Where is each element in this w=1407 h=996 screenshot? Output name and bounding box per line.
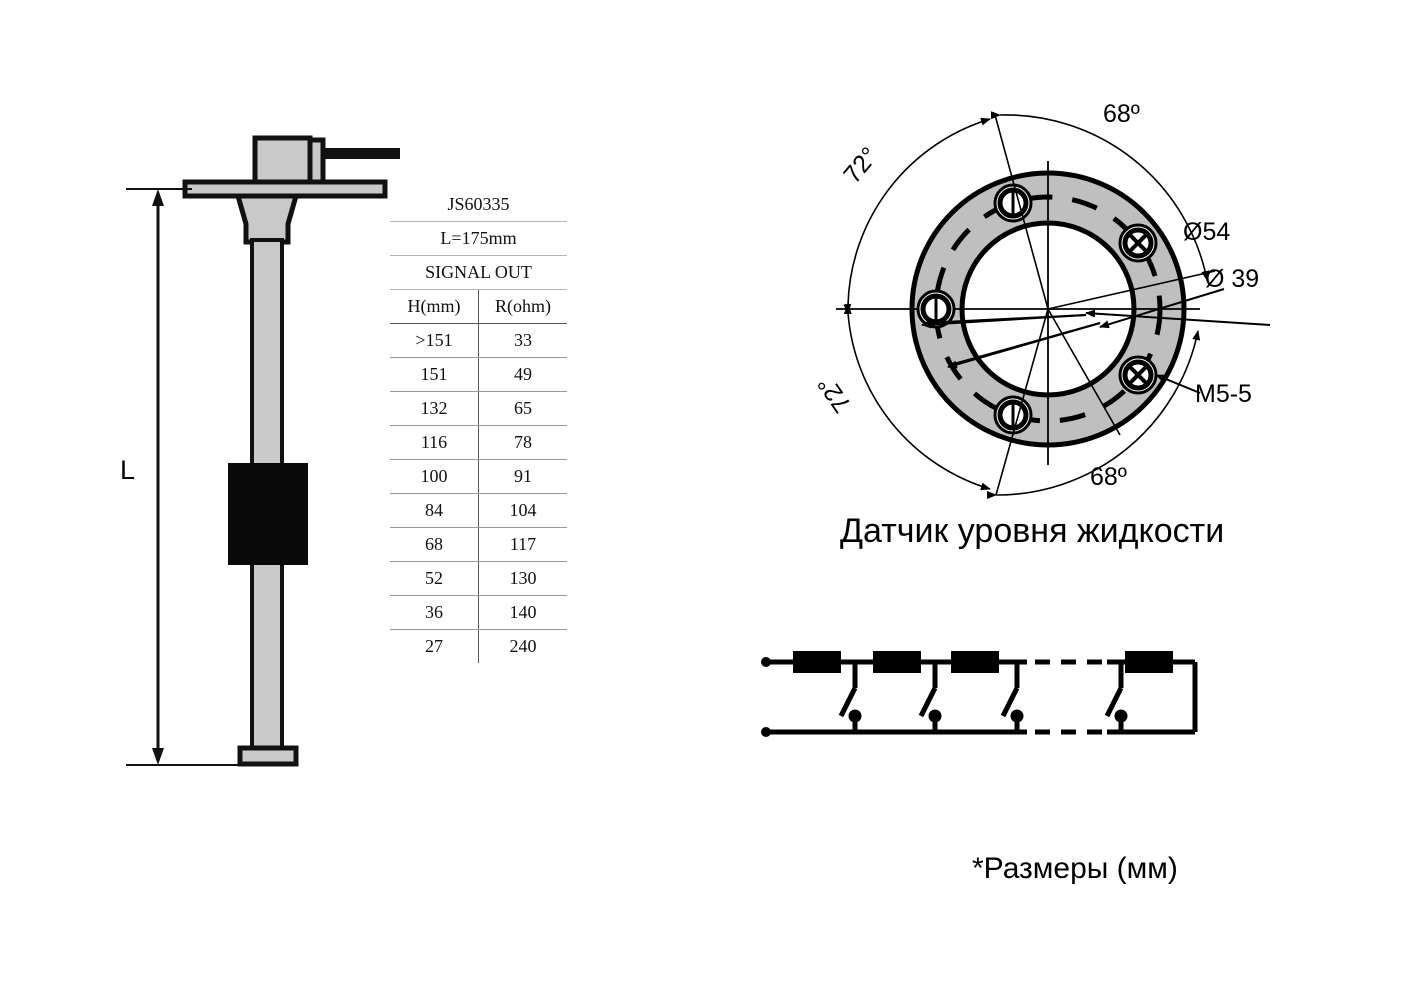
bolt-hole	[916, 289, 956, 329]
table-row: 84 104	[390, 493, 567, 528]
angle-dimension-arcs	[843, 111, 1210, 499]
circuit-terminals	[761, 657, 771, 737]
table-row: 68 117	[390, 527, 567, 562]
spec-signal-out: SIGNAL OUT	[390, 255, 567, 290]
angle-label-bottom-right: 68º	[1090, 463, 1127, 491]
diameter-label-bore: Ø 39	[1205, 265, 1259, 293]
bolt-hole	[1118, 223, 1158, 263]
reed-switch	[838, 662, 862, 732]
diameter-label-bolt-circle: Ø54	[1183, 218, 1230, 246]
table-row: 27 240	[390, 629, 567, 663]
cell-r: 91	[478, 459, 567, 494]
angle-label-top-left: 72°	[838, 142, 884, 189]
leader-bolt-circle-diameter	[947, 288, 1225, 369]
cell-h: >151	[390, 323, 479, 358]
resistor	[951, 651, 999, 673]
dimension-extension-lines	[126, 188, 245, 766]
cell-h: 84	[390, 493, 479, 528]
table-row: 132 65	[390, 391, 567, 426]
diagram-caption-title: Датчик уровня жидкости	[840, 512, 1225, 550]
spec-table: JS60335 L=175mm SIGNAL OUT H(mm) R(ohm) …	[390, 188, 567, 663]
resistor	[873, 651, 921, 673]
cell-r: 240	[509, 636, 537, 656]
angle-label-top-right: 68º	[1103, 100, 1140, 128]
spec-model: JS60335	[390, 188, 567, 222]
cell-h: 151	[390, 357, 479, 392]
circuit-schematic	[761, 651, 1198, 737]
flange-plan-view: 68º 72° 72° 68º Ø54 Ø 39 M5-5	[812, 100, 1271, 499]
cell-h: 116	[390, 425, 479, 460]
angle-label-bottom-left: 72°	[812, 371, 857, 418]
cell-r: 65	[478, 391, 567, 426]
cell-r: 130	[478, 561, 567, 596]
table-row: 151 49	[390, 357, 567, 392]
cell-h: 52	[390, 561, 479, 596]
cell-r: 117	[478, 527, 567, 562]
cell-h: 36	[390, 595, 479, 630]
leader-bore-diameter	[921, 309, 1271, 329]
bolt-hole	[1118, 355, 1158, 395]
dimension-arrow-L	[152, 189, 164, 765]
resistor	[1125, 651, 1173, 673]
bottom-stop-cap	[237, 745, 299, 767]
cell-h: 132	[390, 391, 479, 426]
cell-r: 104	[478, 493, 567, 528]
reed-switch	[1104, 662, 1128, 732]
table-row: 36 140	[390, 595, 567, 630]
bolt-holes	[916, 183, 1158, 435]
cell-h: 68	[390, 527, 479, 562]
column-header-h: H(mm)	[390, 289, 479, 324]
spec-length: L=175mm	[390, 221, 567, 256]
reed-switch	[918, 662, 942, 732]
table-row: 52 130	[390, 561, 567, 596]
cell-h: 27	[390, 629, 479, 663]
float	[228, 463, 308, 565]
leader-thread	[1155, 374, 1201, 394]
cable	[322, 148, 400, 159]
resistor	[793, 651, 841, 673]
dimension-label-L: L	[120, 455, 136, 485]
table-row: 116 78	[390, 425, 567, 460]
centerlines	[836, 161, 1200, 465]
thread-label: M5-5	[1195, 380, 1252, 408]
cell-r: 78	[478, 425, 567, 460]
table-row: 100 91	[390, 459, 567, 494]
cell-r: 33	[478, 323, 567, 358]
reed-switch	[1000, 662, 1024, 732]
cell-r: 49	[478, 357, 567, 392]
units-note: *Размеры (мм)	[972, 852, 1178, 885]
resistors	[793, 651, 1173, 673]
probe-neck	[234, 193, 300, 245]
probe-elevation-drawing	[126, 135, 400, 767]
bolt-hole	[993, 183, 1033, 223]
reed-switches	[838, 662, 1128, 732]
column-header-r: R(ohm)	[478, 289, 567, 324]
bolt-hole	[993, 395, 1033, 435]
cell-r: 140	[478, 595, 567, 630]
cell-h: 100	[390, 459, 479, 494]
table-row: >151 33	[390, 323, 567, 358]
